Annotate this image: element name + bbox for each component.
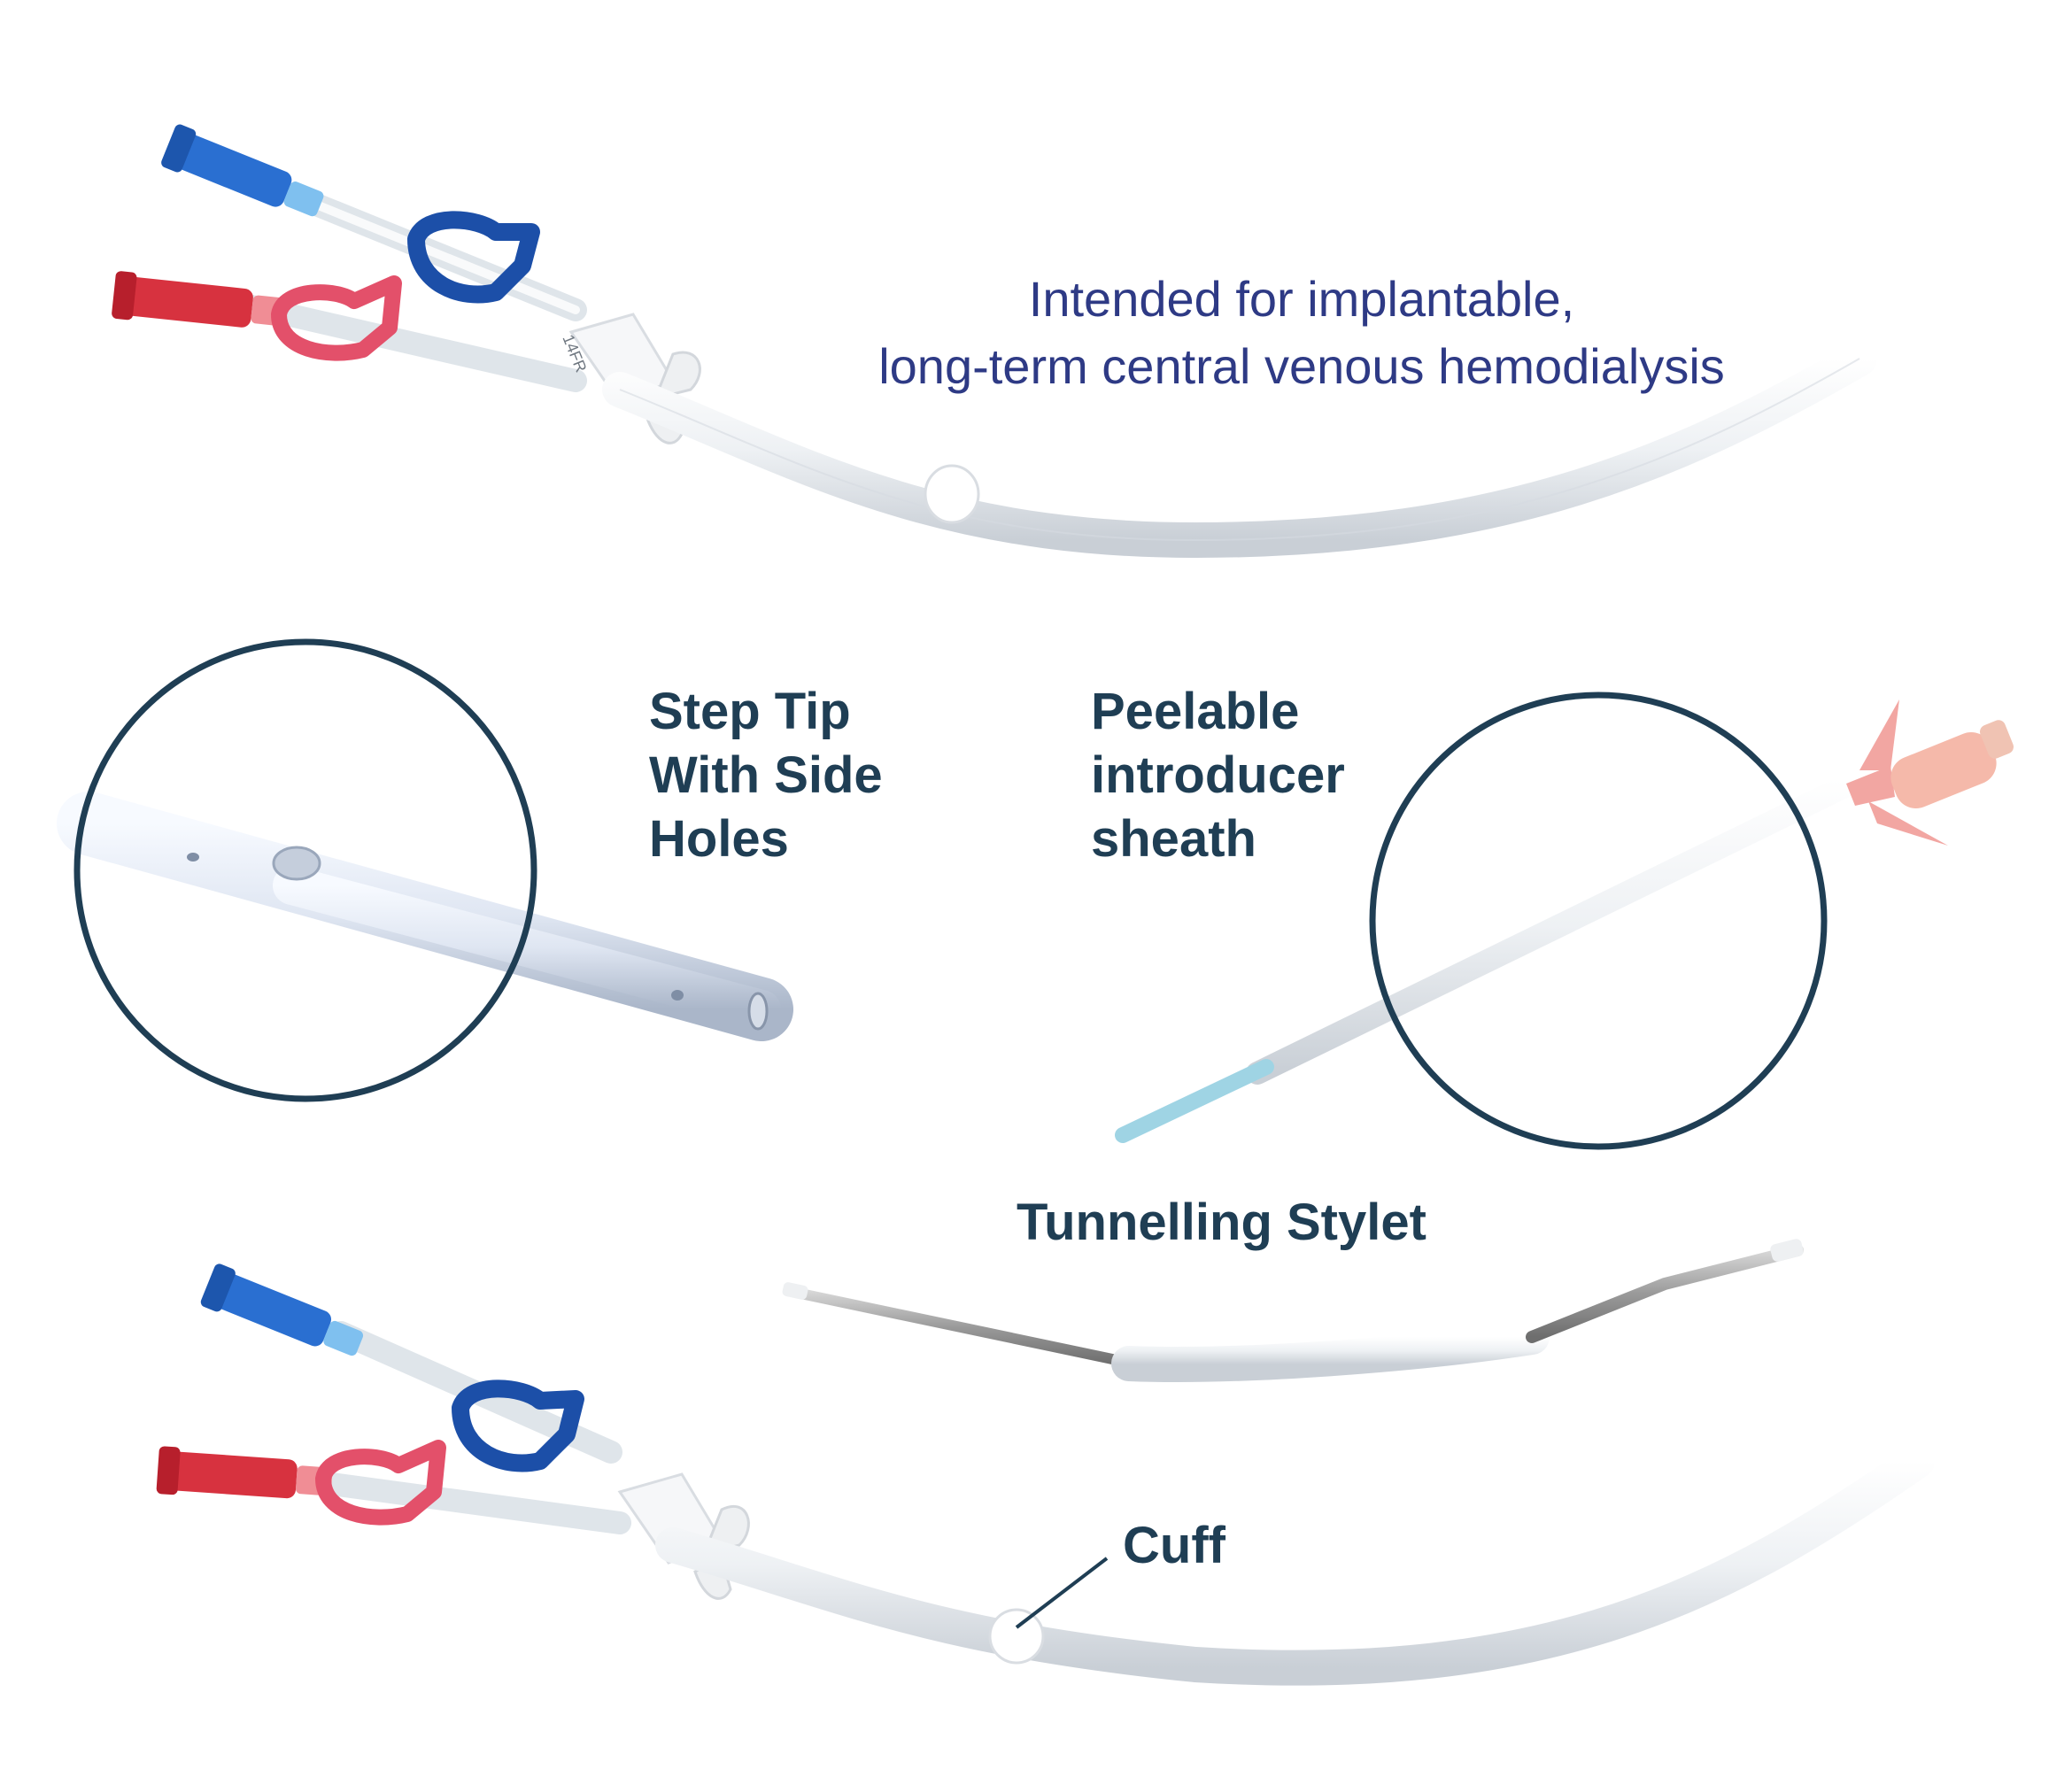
sheath-dilator-body: [1246, 768, 1871, 1085]
intended-use-caption: Intended for implantable, long-term cent…: [878, 271, 1725, 394]
sheath-handle: [1846, 699, 2014, 846]
stylet-sleeve: [1111, 1319, 1550, 1382]
arterial-extension-line-top: [236, 294, 587, 392]
arterial-luer-connector-bottom: [156, 1446, 333, 1499]
cuff-label: Cuff: [1123, 1517, 1225, 1574]
arterial-clamp-top: [271, 275, 402, 361]
venous-luer-connector-top: [161, 124, 324, 217]
arterial-extension-line-bottom: [281, 1467, 631, 1534]
stylet-tip-right: [1770, 1239, 1804, 1262]
tunnelling-stylet: [782, 1239, 1804, 1382]
catheter-bottom: [156, 1263, 1935, 1686]
sheath-dilator-tip: [1115, 1059, 1274, 1143]
venous-clamp-bottom: [452, 1379, 584, 1472]
catheter-top: [112, 124, 1877, 559]
stylet-tip-left: [782, 1282, 808, 1300]
venous-luer-connector-bottom: [200, 1263, 364, 1356]
tunnelling-stylet-label: Tunnelling Stylet: [1017, 1194, 1426, 1251]
step-tip-label: Step Tip With Side Holes: [649, 683, 883, 868]
catheter-shaft-bottom: [655, 1443, 1935, 1686]
step-tip-detail: [57, 638, 793, 1102]
side-hole-small-2: [671, 990, 684, 1001]
venous-clamp-top: [407, 211, 540, 304]
arterial-clamp-bottom: [315, 1440, 446, 1526]
sheath-detail: [1115, 692, 2014, 1150]
distal-lumen-opening: [747, 992, 769, 1031]
stylet-rod-left: [783, 1286, 1139, 1369]
side-hole-large: [272, 846, 321, 881]
cuff-bottom: [988, 1608, 1045, 1665]
arterial-luer-connector-top: [112, 271, 289, 328]
magnifier-ring-right: [1369, 692, 1828, 1150]
side-hole-small-1: [187, 853, 199, 862]
cuff-leader-line: [1015, 1557, 1109, 1629]
cuff-top: [924, 464, 980, 524]
stylet-rod-right: [1526, 1244, 1804, 1343]
peelable-sheath-label: Peelable introducer sheath: [1091, 683, 1345, 868]
magnifier-ring-left: [73, 638, 537, 1102]
